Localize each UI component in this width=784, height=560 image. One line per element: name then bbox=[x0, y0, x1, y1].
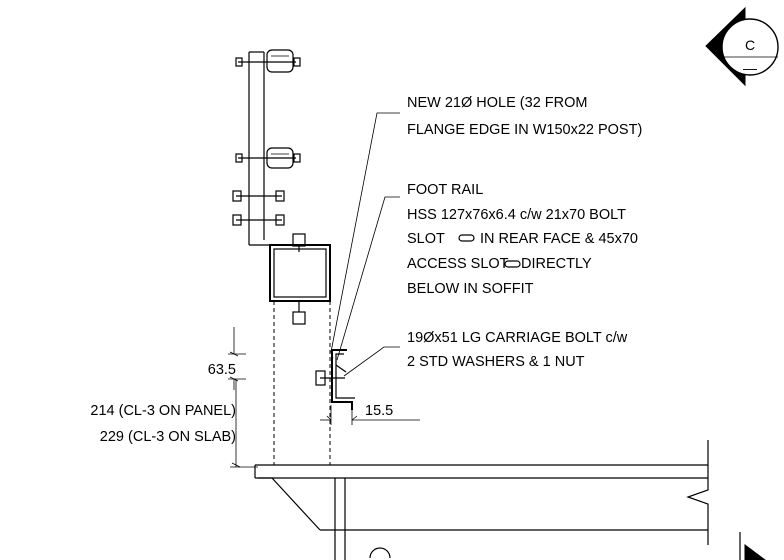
section-marker-sheet: — bbox=[743, 60, 757, 76]
leaders bbox=[330, 112, 400, 377]
section-marker: C — bbox=[705, 6, 779, 87]
post-bolts bbox=[232, 57, 301, 226]
dim-height-panel: 214 (CL-3 ON PANEL) bbox=[90, 403, 236, 419]
slot-symbol-icon bbox=[458, 234, 475, 242]
note-carriage-bolt-line-2: 2 STD WASHERS & 1 NUT bbox=[407, 354, 585, 370]
slot-symbol-icon bbox=[504, 260, 521, 268]
foot-rail bbox=[315, 349, 355, 410]
note-foot-rail-line-5: BELOW IN SOFFIT bbox=[407, 281, 534, 297]
note-foot-rail-rear-face: IN REAR FACE & 45x70 bbox=[480, 231, 638, 247]
note-foot-rail-line-1: FOOT RAIL bbox=[407, 182, 483, 198]
section-marker-letter: C bbox=[745, 37, 755, 53]
dim-bolt-offset: 63.5 bbox=[208, 362, 236, 378]
note-foot-rail-access-slot: ACCESS SLOT bbox=[407, 256, 509, 272]
note-foot-rail-slot: SLOT bbox=[407, 231, 445, 247]
note-carriage-bolt: 19Øx51 LG CARRIAGE BOLT c/w 2 STD WASHER… bbox=[407, 330, 628, 370]
dim-rail-gap: 15.5 bbox=[365, 403, 393, 419]
note-hole-line-2: FLANGE EDGE IN W150x22 POST) bbox=[407, 122, 642, 138]
note-hole: NEW 21Ø HOLE (32 FROM FLANGE EDGE IN W15… bbox=[407, 95, 642, 138]
post-assembly bbox=[232, 49, 301, 246]
base-post bbox=[269, 233, 331, 465]
note-foot-rail: FOOT RAIL HSS 127x76x6.4 c/w 21x70 BOLT … bbox=[407, 182, 638, 297]
note-hole-line-1: NEW 21Ø HOLE (32 FROM bbox=[407, 95, 587, 111]
note-foot-rail-line-2: HSS 127x76x6.4 c/w 21x70 BOLT bbox=[407, 207, 626, 223]
note-carriage-bolt-line-1: 19Øx51 LG CARRIAGE BOLT c/w bbox=[407, 330, 628, 346]
slab bbox=[254, 440, 766, 560]
dimensions: 63.5 214 (CL-3 ON PANEL) 229 (CL-3 ON SL… bbox=[90, 327, 420, 468]
dim-height-slab: 229 (CL-3 ON SLAB) bbox=[100, 429, 236, 445]
note-foot-rail-directly: DIRECTLY bbox=[521, 256, 592, 272]
section-marker-circle bbox=[721, 18, 779, 76]
